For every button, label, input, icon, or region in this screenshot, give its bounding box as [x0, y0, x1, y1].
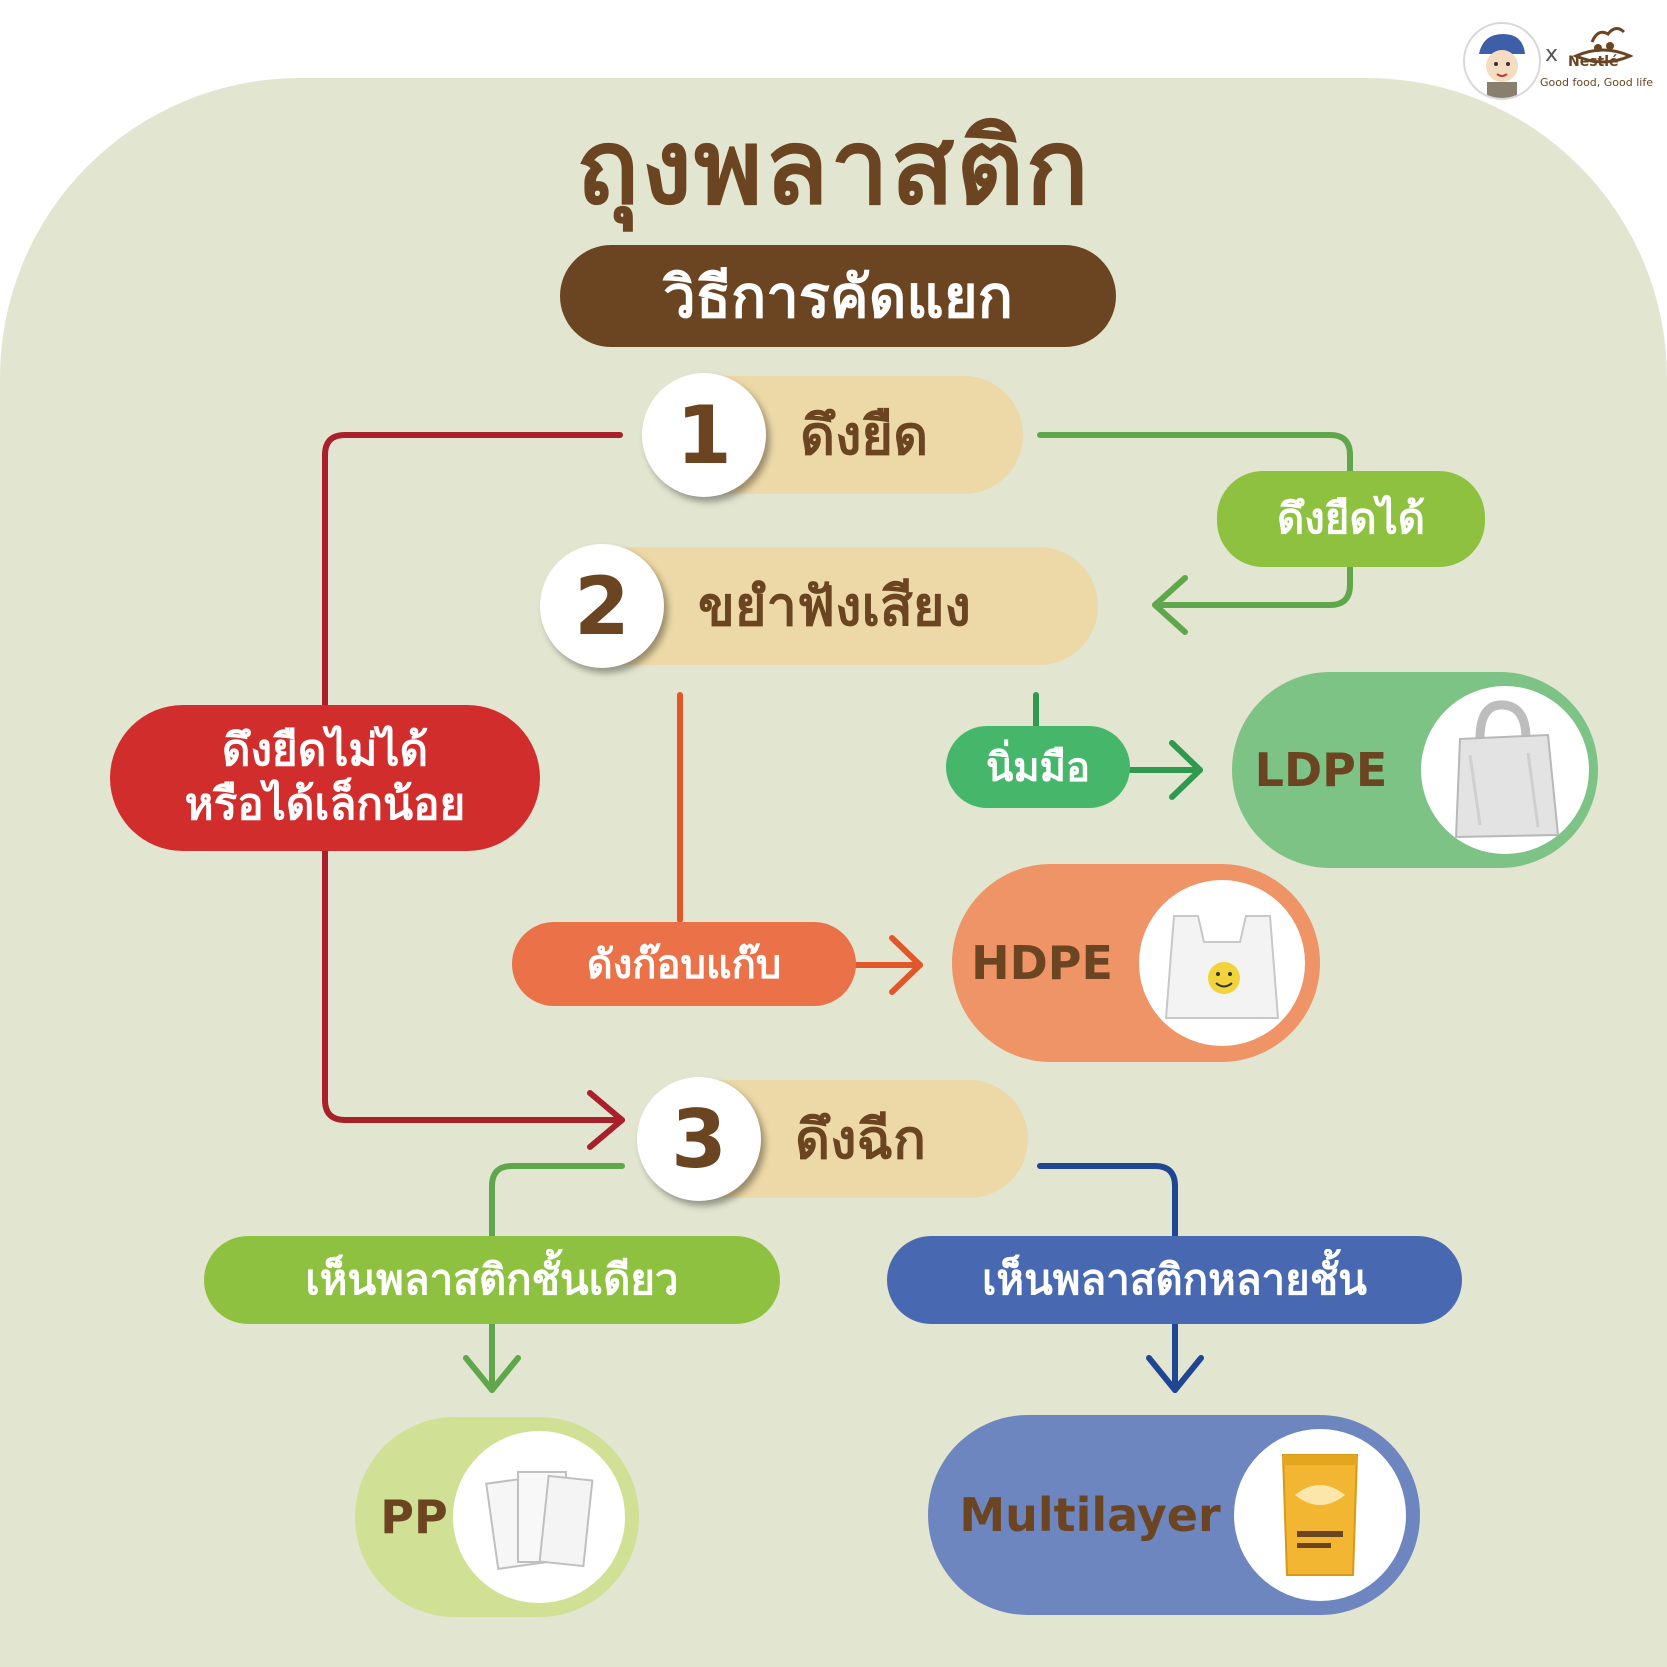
subtitle-pill: วิธีการคัดแยก	[560, 245, 1116, 347]
tag-not-stretchable-line2: หรือได้เล็กน้อย	[184, 779, 466, 830]
result-pp: PP	[355, 1417, 639, 1617]
step-3: 3 ดึงฉีก	[637, 1077, 1028, 1201]
multilayer-bag-image	[1234, 1429, 1406, 1601]
brand-separator: x	[1545, 42, 1559, 67]
clear-bags-icon	[485, 1471, 594, 1571]
arrowhead-multi	[1146, 1355, 1204, 1393]
tag-crinkly: ดังก๊อบแก๊บ	[512, 922, 856, 1006]
arrowhead-not-stretchable	[587, 1090, 625, 1150]
result-multilayer: Multilayer	[928, 1415, 1420, 1615]
tag-not-stretchable-line1: ดึงยืดไม่ได้	[221, 725, 429, 777]
step-2-number: 2	[540, 544, 664, 668]
result-ldpe-label: LDPE	[1254, 743, 1388, 797]
tag-single-layer-text: เห็นพลาสติกชั้นเดียว	[305, 1255, 679, 1304]
step-3-label: ดึงฉีก	[795, 1108, 926, 1171]
step-1-label: ดึงยืด	[800, 404, 929, 467]
shopping-bag-icon	[1454, 700, 1560, 839]
arrow-single-layer	[489, 1163, 625, 1243]
step-1-number: 1	[642, 373, 766, 497]
step-2: 2 ขยำฟังเสียง	[540, 544, 1098, 668]
step-1: 1 ดึงยืด	[642, 373, 1023, 497]
tag-stretchable-text: ดึงยืดได้	[1276, 494, 1426, 543]
step-2-label: ขยำฟังเสียง	[698, 575, 971, 638]
tag-multi-layer-text: เห็นพลาสติกหลายชั้น	[982, 1255, 1367, 1304]
result-hdpe-label: HDPE	[971, 936, 1113, 990]
result-ldpe: LDPE	[1232, 672, 1598, 868]
tag-single-layer: เห็นพลาสติกชั้นเดียว	[204, 1236, 780, 1324]
ldpe-bag-image	[1421, 686, 1589, 854]
hdpe-bag-image	[1139, 880, 1305, 1046]
brand-name: Nestlé	[1568, 54, 1619, 70]
page-title: ถุงพลาสติก	[576, 106, 1091, 228]
arrowhead-single	[463, 1355, 521, 1393]
tag-multi-layer: เห็นพลาสติกหลายชั้น	[887, 1236, 1462, 1324]
tag-not-stretchable: ดึงยืดไม่ได้ หรือได้เล็กน้อย	[110, 705, 540, 851]
tag-soft-text: นิ่มมือ	[985, 745, 1091, 791]
subtitle-text: วิธีการคัดแยก	[663, 262, 1013, 331]
arrowhead-crinkly	[889, 935, 923, 995]
step-3-number: 3	[637, 1077, 761, 1201]
nest-icon	[1572, 27, 1634, 64]
chips-bag-icon	[1281, 1454, 1359, 1576]
tag-soft: นิ่มมือ	[946, 726, 1130, 808]
tag-crinkly-text: ดังก๊อบแก๊บ	[586, 942, 782, 988]
tag-stretchable: ดึงยืดได้	[1217, 471, 1485, 567]
arrow-multi-layer	[1037, 1163, 1178, 1243]
result-pp-label: PP	[380, 1490, 448, 1544]
arrowhead-stretchable	[1152, 575, 1188, 635]
arrowhead-soft	[1169, 740, 1203, 800]
result-hdpe: HDPE	[952, 864, 1320, 1062]
brand-tagline: Good food, Good life	[1540, 76, 1653, 89]
pp-bag-image	[453, 1431, 625, 1603]
tshirt-bag-icon	[1164, 915, 1280, 1019]
character-logo	[1463, 22, 1541, 100]
result-multilayer-label: Multilayer	[959, 1488, 1221, 1542]
character-icon	[1479, 34, 1525, 98]
